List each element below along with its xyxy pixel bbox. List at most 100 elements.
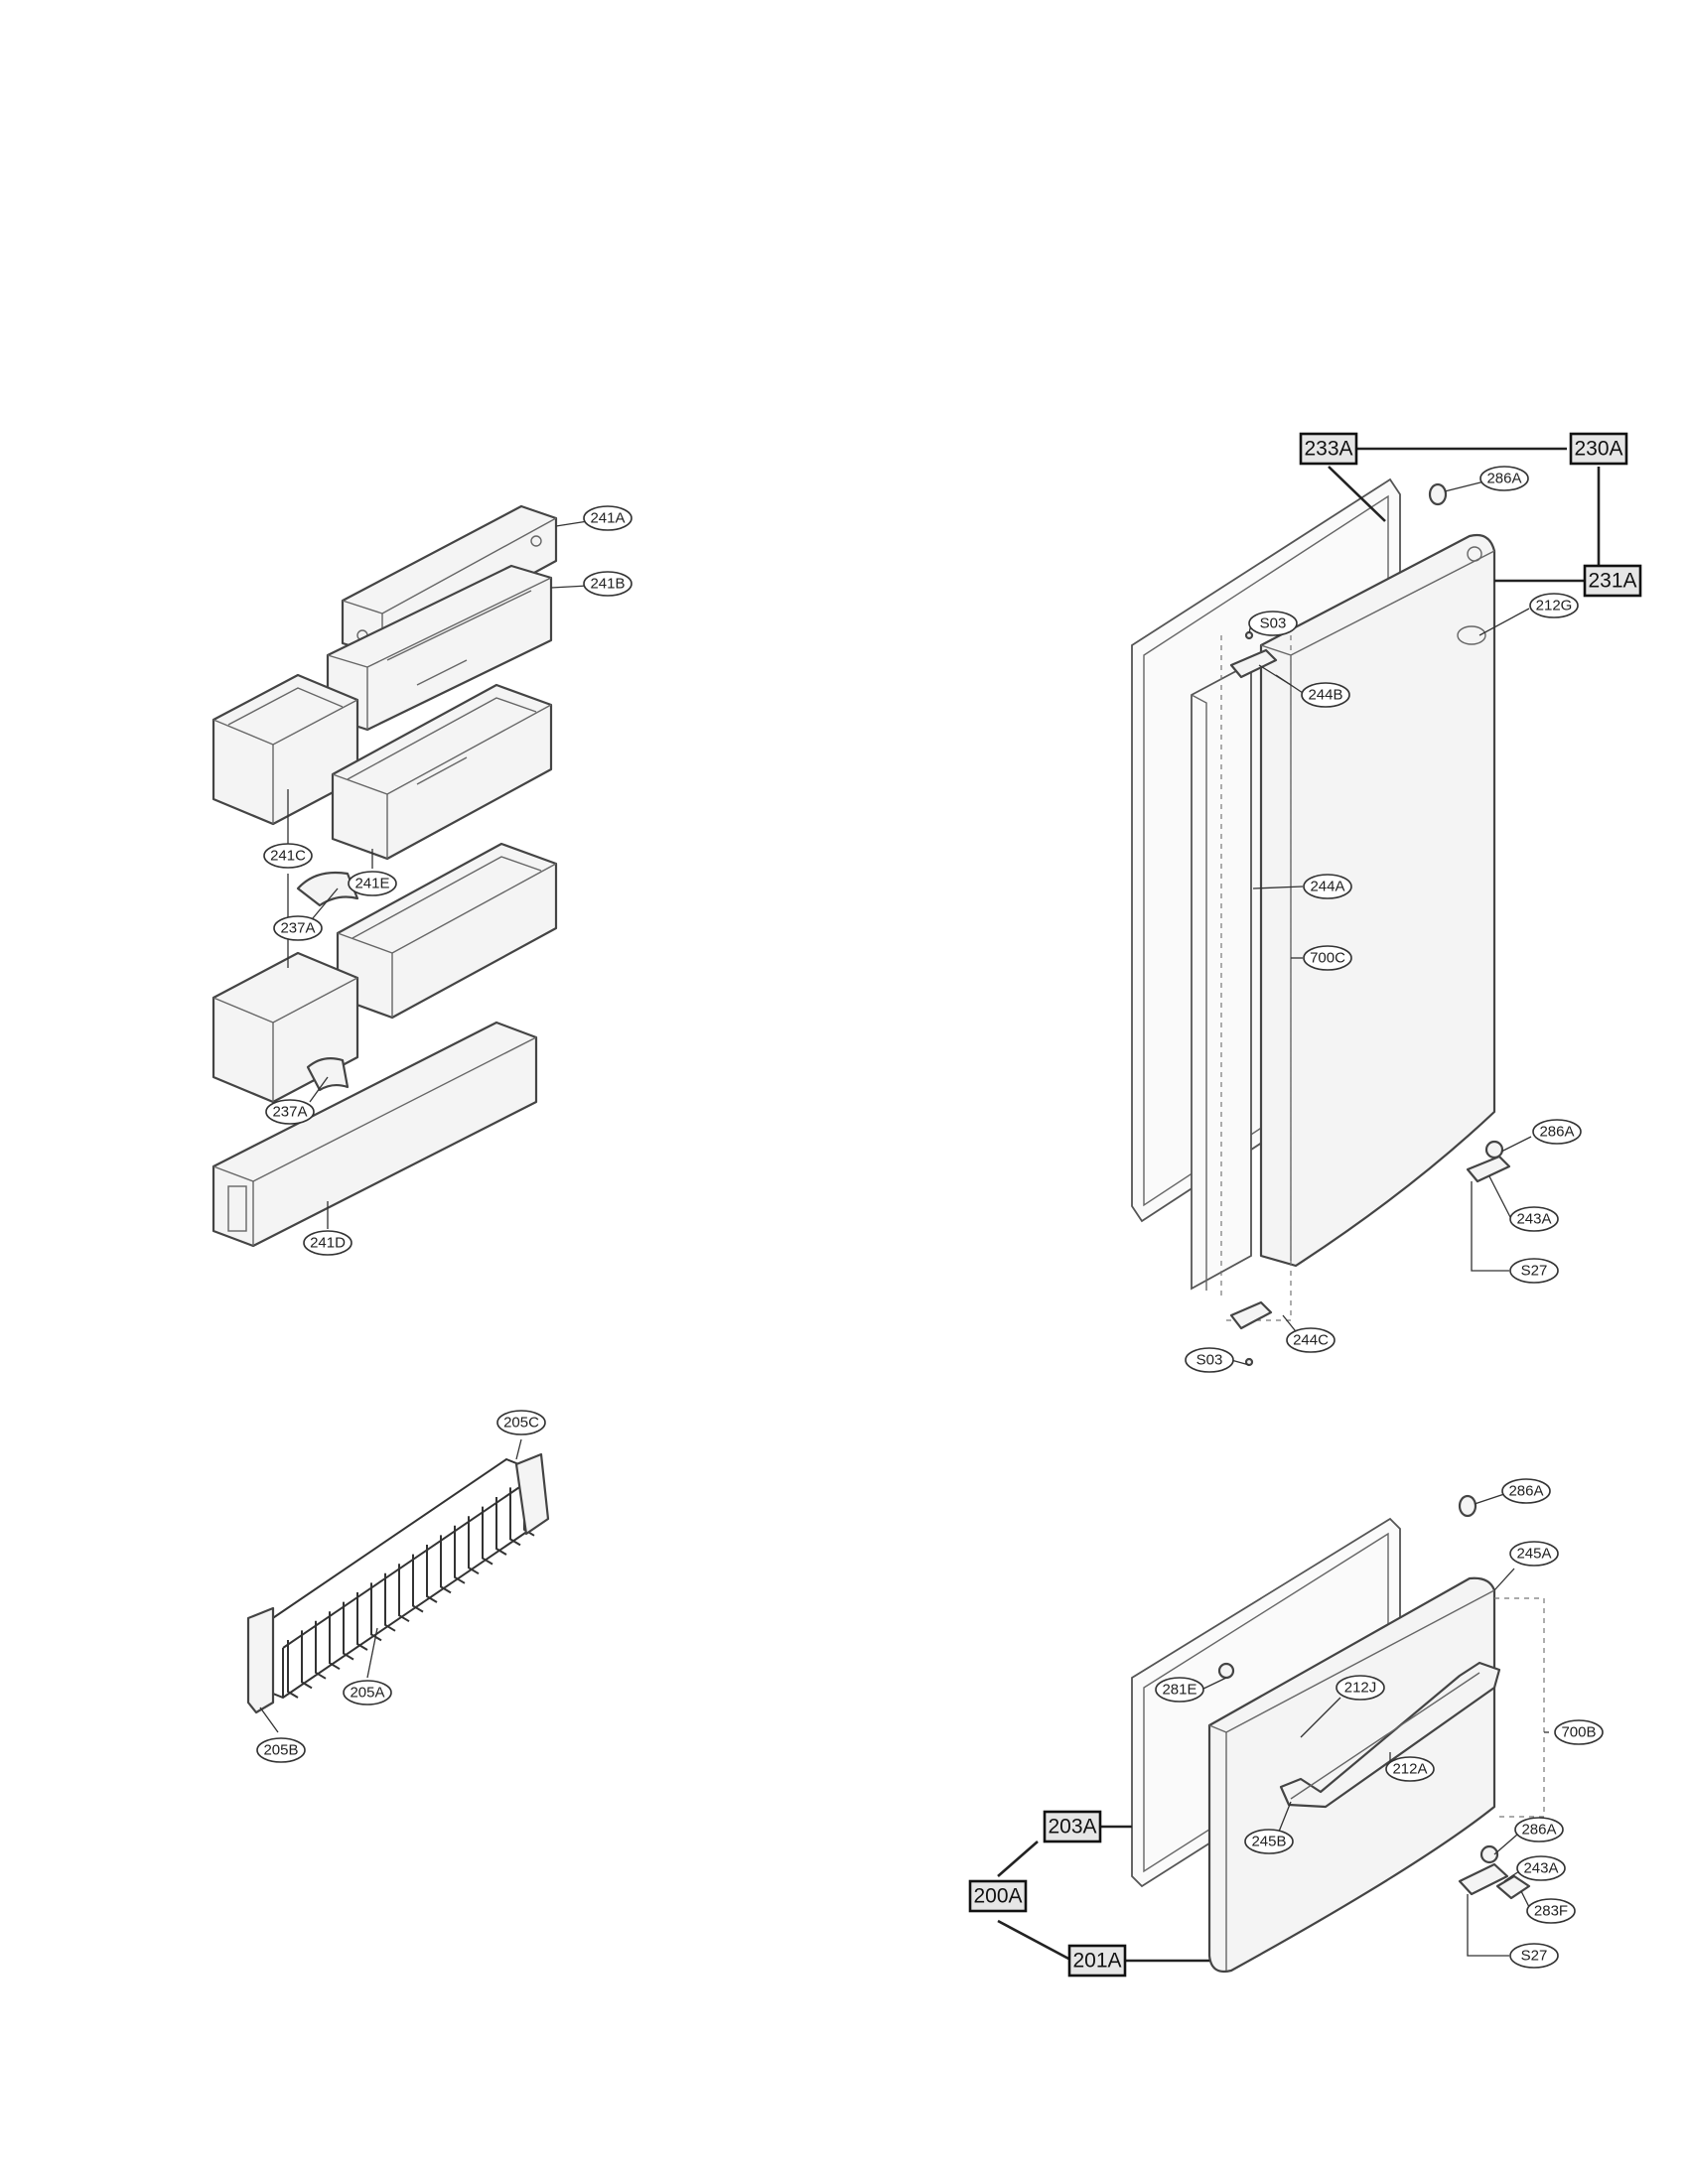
part-tag-label: 205A [350, 1685, 384, 1702]
part-tag-outline [1336, 1675, 1385, 1701]
part-tag-label: 245A [1516, 1546, 1551, 1563]
part-tag-outline [1303, 945, 1352, 971]
part-tag-244A: 244A [1303, 874, 1352, 899]
part-tag-outline [256, 1737, 306, 1763]
part-tag-label: 286A [1508, 1483, 1543, 1500]
part-tag-outline [1532, 1119, 1582, 1145]
assembly-box-label: 230A [1574, 438, 1622, 461]
part-tag-label: 244A [1310, 879, 1344, 895]
wire-basket-group [246, 1438, 550, 1733]
part-tag-outline [303, 1230, 352, 1256]
part-tag-243A_low: 243A [1516, 1855, 1566, 1881]
part-tag-241B: 241B [583, 571, 633, 597]
door-bins-group [211, 504, 589, 1248]
part-tag-label: 241E [354, 876, 389, 892]
assembly-box-outline [968, 1879, 1028, 1913]
part-tag-label: 286A [1486, 471, 1521, 487]
assembly-box-label: 233A [1304, 438, 1352, 461]
assembly-box-200A: 200A [968, 1879, 1028, 1913]
part-tag-283F: 283F [1526, 1898, 1576, 1924]
part-tag-label: 205B [263, 1742, 298, 1759]
part-tag-243A_mid: 243A [1509, 1206, 1559, 1232]
part-tag-outline [265, 1099, 315, 1125]
part-tag-286A_low: 286A [1514, 1817, 1564, 1843]
part-tag-outline [1301, 682, 1350, 708]
bin-241E-lower-drawing [336, 842, 558, 1020]
part-tag-label: 205C [503, 1415, 539, 1432]
part-tag-212G: 212G [1529, 593, 1579, 618]
assembly-box-outline [1569, 432, 1628, 466]
assembly-box-label: 201A [1072, 1950, 1121, 1973]
basket-wire-rung [315, 1620, 327, 1680]
part-tag-label: 244B [1308, 687, 1342, 704]
basket-wire-frame [257, 1457, 535, 1700]
part-tag-label: 237A [280, 920, 315, 937]
assembly-box-230A: 230A [1569, 432, 1628, 466]
part-tag-245B: 245B [1244, 1829, 1294, 1854]
basket-wire-rung [287, 1640, 299, 1699]
part-tag-outline [1185, 1347, 1234, 1373]
part-tag-label: 243A [1523, 1860, 1558, 1877]
part-tag-237A_upper: 237A [273, 915, 323, 941]
assembly-box-233A: 233A [1299, 432, 1358, 466]
part-tag-286A_top: 286A [1479, 466, 1529, 491]
basket-wire-rung [329, 1611, 341, 1671]
part-tag-outline [1509, 1541, 1559, 1567]
part-tag-241A: 241A [583, 505, 633, 531]
part-tag-label: 243A [1516, 1211, 1551, 1228]
part-tag-outline [1479, 466, 1529, 491]
part-tag-label: 241B [590, 576, 625, 593]
assembly-box-outline [1299, 432, 1358, 466]
part-tag-241D: 241D [303, 1230, 352, 1256]
basket-wire-rung [509, 1487, 521, 1547]
basket-wire-rung [482, 1506, 493, 1566]
assembly-box-201A: 201A [1067, 1944, 1127, 1978]
part-tag-label: 237A [272, 1104, 307, 1121]
part-tag-outline [1155, 1677, 1204, 1703]
basket-wire-rung [370, 1582, 382, 1642]
part-tag-244C: 244C [1286, 1327, 1336, 1353]
part-tag-237A_lower: 237A [265, 1099, 315, 1125]
door-231A-drawing [1259, 533, 1496, 1268]
part-tag-244B: 244B [1301, 682, 1350, 708]
assembly-box-outline [1583, 564, 1642, 598]
part-tag-label: 241A [590, 510, 625, 527]
part-tag-outline [1303, 874, 1352, 899]
part-tag-outline [1514, 1817, 1564, 1843]
part-tag-281E: 281E [1155, 1677, 1204, 1703]
basket-wire-rung [440, 1535, 452, 1594]
part-tag-label: 244C [1293, 1332, 1329, 1349]
part-tag-outline [343, 1680, 392, 1706]
part-tag-label: 212G [1536, 598, 1573, 614]
basket-wire-rung [426, 1545, 438, 1603]
part-tag-205C: 205C [496, 1410, 546, 1435]
basket-wire-rung [398, 1564, 410, 1623]
basket-wire-rung [454, 1525, 466, 1584]
part-tag-outline [1385, 1756, 1435, 1782]
part-tag-700B: 700B [1554, 1719, 1604, 1745]
assembly-box-label: 200A [973, 1885, 1022, 1908]
part-tag-212A: 212A [1385, 1756, 1435, 1782]
part-tag-label: 281E [1162, 1682, 1196, 1699]
part-tag-label: 245B [1251, 1834, 1286, 1850]
part-tag-S27_mid: S27 [1509, 1258, 1559, 1284]
part-tag-label: 286A [1521, 1822, 1556, 1839]
part-tag-label: 286A [1539, 1124, 1574, 1141]
part-tag-outline [1509, 1206, 1559, 1232]
bin-241D-drawing [211, 1021, 538, 1248]
part-tag-outline [1526, 1898, 1576, 1924]
part-tag-label: S27 [1521, 1263, 1548, 1280]
part-tag-241C: 241C [263, 843, 313, 869]
part-tag-S03_top: S03 [1248, 611, 1298, 636]
assembly-box-outline [1043, 1810, 1102, 1843]
part-tag-outline [1509, 1943, 1559, 1969]
basket-wire-rung [468, 1516, 480, 1575]
part-tag-212J: 212J [1336, 1675, 1385, 1701]
part-tag-outline [496, 1410, 546, 1435]
part-tag-label: 283F [1534, 1903, 1568, 1920]
part-tag-label: S03 [1260, 615, 1287, 632]
part-tag-outline [1286, 1327, 1336, 1353]
assembly-box-203A: 203A [1043, 1810, 1102, 1843]
part-tag-241E: 241E [348, 871, 397, 896]
